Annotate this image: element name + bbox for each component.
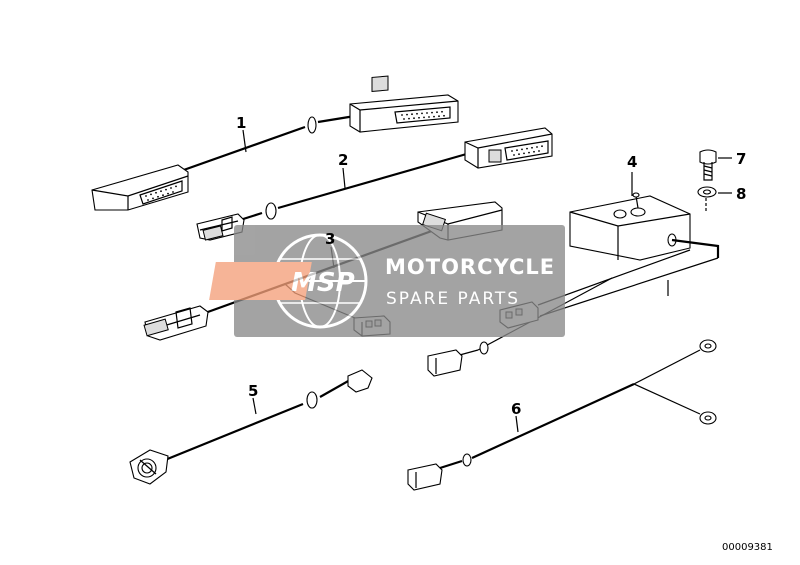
part-2-grommet (265, 202, 277, 220)
part-7-bolt (699, 149, 732, 181)
part-1-connector-left (91, 164, 189, 211)
part-8-washer (697, 186, 732, 212)
callout-5: 5 (248, 382, 258, 400)
part-4-knob (613, 209, 627, 219)
part-2-connector-right (464, 127, 553, 169)
diagram-part-number: 00009381 (722, 542, 773, 553)
part-2-connector-left (196, 213, 245, 241)
part-6-plug (407, 463, 443, 491)
part-5-end-sleeve (347, 369, 373, 393)
part-1-cable (91, 75, 459, 211)
callout-7: 7 (736, 150, 746, 168)
watermark-logo-badge (209, 262, 312, 300)
watermark-box (234, 225, 565, 337)
watermark-subtitle: SPARE PARTS (386, 289, 520, 309)
watermark-logo: MSP (291, 268, 355, 298)
part-4-connector-b (427, 349, 463, 377)
part-3-connector-left (143, 305, 209, 341)
part-5-angled-plug (129, 449, 169, 485)
callout-3: 3 (325, 230, 335, 248)
watermark: MSP MOTORCYCLE SPARE PARTS (209, 225, 565, 337)
part-1-grommet (307, 116, 317, 134)
part-1-connector-right (349, 75, 459, 133)
part-5-grommet (306, 391, 318, 409)
callout-1: 1 (236, 114, 246, 132)
part-4-switch-base (630, 207, 646, 217)
watermark-title: MOTORCYCLE (385, 255, 555, 279)
part-2-cable (196, 127, 553, 241)
callout-2: 2 (338, 151, 348, 169)
part-6-cable (407, 339, 717, 491)
part-5-cable (129, 369, 373, 485)
callout-4: 4 (627, 153, 637, 171)
callout-8: 8 (736, 185, 746, 203)
callout-6: 6 (511, 400, 521, 418)
